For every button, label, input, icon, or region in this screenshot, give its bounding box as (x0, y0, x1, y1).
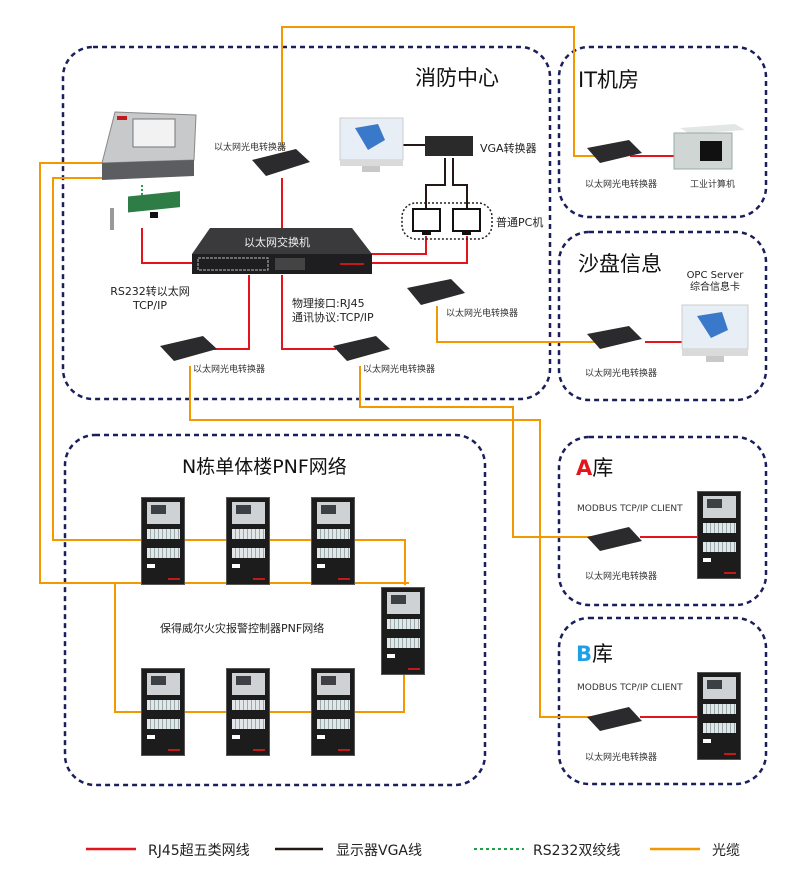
industrial-computer-label: 工业计算机 (690, 180, 736, 190)
warehouse-b-client-label: MODBUS TCP/IP CLIENT (577, 683, 683, 693)
pc-group-label: 普通PC机 (496, 216, 544, 229)
opc-server-line-1: OPC Server (686, 270, 744, 281)
fiber-link-warehouse-a (359, 366, 597, 538)
warehouse-b-letter: B (576, 642, 593, 666)
fiber-link-sand-table (436, 306, 597, 343)
media-converter-icon (587, 527, 642, 551)
legend-item-rj45: RJ45超五类网线 (148, 843, 250, 859)
ethernet-switch-label: 以太网交换机 (244, 236, 310, 249)
vga-converter-to-pc2 (452, 158, 468, 208)
fire-panel (141, 668, 185, 756)
rj45-switch-to-converter-left (214, 275, 250, 350)
rs232-label-line-2: TCP/IP (133, 299, 167, 312)
zone-it-room-border (557, 45, 768, 219)
pc-icon (412, 208, 481, 232)
legend-item-vga: 显示器VGA线 (336, 843, 423, 859)
zone-title-it-room: IT机房 (578, 68, 640, 92)
zone-title-warehouse-b: B库 (576, 638, 613, 668)
zone-title-warehouse-a: A库 (576, 452, 613, 482)
vga-converter-label: VGA转换器 (480, 142, 537, 155)
interface-info-line-2: 通讯协议:TCP/IP (292, 311, 374, 324)
fiber-link-top-to-it (281, 26, 600, 157)
media-converter-icon (407, 279, 465, 305)
media-converter-label: 以太网光电转换器 (363, 365, 436, 375)
opc-server-label: OPC Server 综合信息卡 (680, 270, 750, 294)
interface-info-label: 物理接口:RJ45 通讯协议:TCP/IP (292, 297, 374, 325)
pc-group-enclosure (401, 202, 493, 240)
warehouse-b-fire-panel (697, 672, 741, 760)
pc-stand-icon (422, 232, 431, 235)
pnf-network-subtitle: 保得威尔火灾报警控制器PNF网络 (160, 622, 325, 635)
fire-panel (311, 497, 355, 585)
monitor-icon (339, 117, 404, 172)
media-converter-label: 以太网光电转换器 (214, 143, 287, 153)
legend-item-fiber: 光缆 (712, 843, 740, 859)
warehouse-a-suffix: 库 (592, 456, 614, 480)
fire-panel (141, 497, 185, 585)
warehouse-b-suffix: 库 (592, 642, 614, 666)
fiber-link-warehouse-b (189, 366, 597, 718)
pc-stand-icon (462, 232, 471, 235)
fire-panel (226, 497, 270, 585)
rj45-switch-to-converter-mid (281, 275, 336, 350)
rs232-label-line-1: RS232转以太网 (110, 285, 190, 298)
opc-server-line-2: 综合信息卡 (690, 282, 740, 293)
fire-panel (311, 668, 355, 756)
vga-converter-icon (425, 136, 473, 156)
rs232-ethernet-card-icon (110, 191, 180, 230)
warehouse-a-fire-panel (697, 491, 741, 579)
media-converter-label: 以太网光电转换器 (193, 365, 266, 375)
zone-fire-center-border (61, 45, 552, 401)
opc-server-monitor-icon (681, 304, 749, 362)
zone-warehouse-a-border (557, 435, 768, 607)
media-converter-icon (587, 140, 642, 163)
media-converter-label: 以太网光电转换器 (446, 309, 519, 319)
legend-item-rs232: RS232双绞线 (533, 843, 621, 859)
zone-sand-table-border (557, 230, 768, 402)
ethernet-switch-icon (192, 228, 372, 274)
zone-pnf-network-border (63, 433, 487, 787)
rj45-nic-to-switch (141, 228, 195, 264)
warehouse-a-letter: A (576, 456, 593, 480)
media-converter-label: 以太网光电转换器 (585, 369, 658, 379)
media-converter-label: 以太网光电转换器 (585, 180, 658, 190)
media-converter-icon (333, 336, 390, 361)
rj45-switch-to-pc1 (355, 236, 427, 255)
zone-title-sand-table: 沙盘信息 (578, 252, 662, 276)
vga-converter-to-pc1 (425, 158, 446, 208)
rj45-switch-to-pc2 (365, 236, 468, 264)
rs232-converter-label: RS232转以太网 TCP/IP (95, 285, 205, 313)
fiber-link-controller-pnf-top (39, 162, 409, 584)
media-converter-icon (160, 336, 217, 361)
fire-panel (381, 587, 425, 675)
fire-alarm-controller-icon (101, 111, 197, 180)
zone-warehouse-b-border (557, 616, 768, 786)
zone-title-fire-center: 消防中心 (415, 66, 499, 90)
fire-panel (226, 668, 270, 756)
industrial-computer-icon (673, 124, 745, 170)
media-converter-label: 以太网光电转换器 (585, 572, 658, 582)
media-converter-icon (252, 149, 310, 176)
warehouse-a-client-label: MODBUS TCP/IP CLIENT (577, 504, 683, 514)
interface-info-line-1: 物理接口:RJ45 (292, 297, 365, 310)
media-converter-icon (587, 326, 642, 349)
media-converter-icon (587, 707, 642, 731)
fiber-link-controller-pnf-bottom (52, 177, 406, 585)
media-converter-label: 以太网光电转换器 (585, 753, 658, 763)
zone-title-pnf-network: N栋单体楼PNF网络 (182, 456, 347, 478)
